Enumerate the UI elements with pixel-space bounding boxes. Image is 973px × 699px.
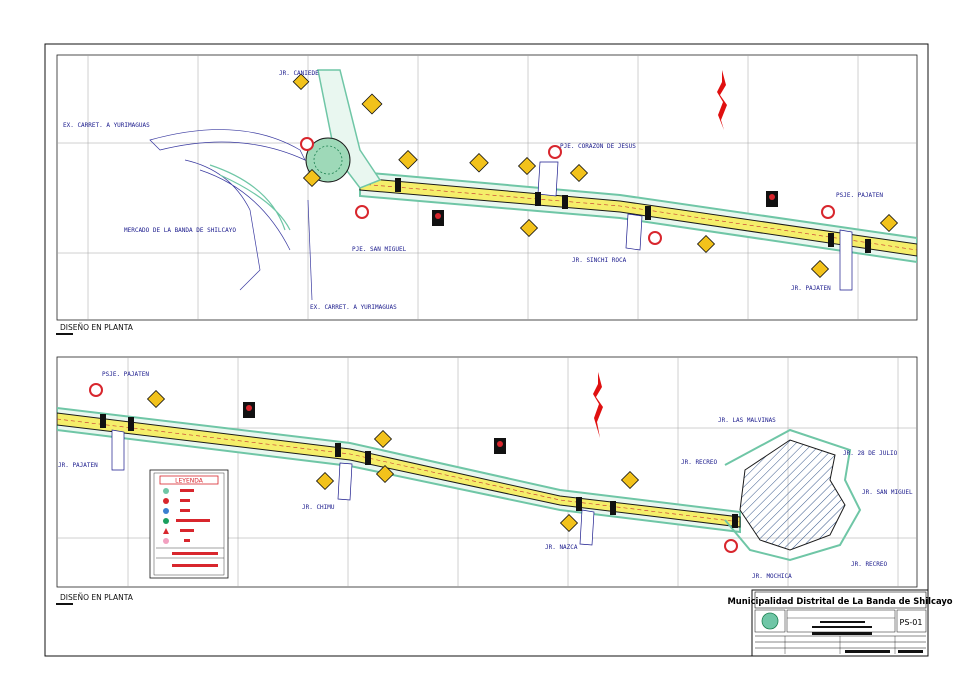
plaza-hatched [739, 439, 846, 551]
label-jr-nazca: JR. NAZCA [545, 544, 578, 551]
view-1-caption: DISEÑO EN PLANTA [60, 323, 134, 332]
view-1-frame [56, 54, 918, 321]
avenue-centerline [359, 183, 917, 251]
label-mercado: MERCADO DE LA BANDA DE SHILCAYO [124, 227, 236, 234]
warning-sign [519, 218, 539, 238]
pajaten-street [839, 229, 853, 291]
label-jr-28-de-julio: JR. 28 DE JULIO [843, 450, 898, 457]
label-jr-las-malvinas: JR. LAS MALVINAS [718, 417, 776, 424]
crosswalk [535, 192, 541, 206]
corazon-street [537, 161, 559, 197]
crosswalk [395, 178, 401, 192]
crosswalk [645, 206, 651, 220]
warning-sign [315, 471, 335, 491]
nazca-street [579, 509, 595, 546]
label-jr-caniede: JR. CANIEDE [279, 70, 319, 77]
label-jr-chimu: JR. CHIMU [302, 504, 335, 511]
traffic-light-icon [766, 191, 778, 207]
crosswalk [335, 443, 341, 457]
crosswalk [100, 414, 106, 428]
plan-view-1: JR. CANIEDE EX. CARRET. A YURIMAGUAS PJE… [56, 54, 918, 321]
avenue-centerline [57, 418, 741, 523]
north-arrow-icon [717, 70, 727, 130]
sheet-frame [44, 43, 929, 657]
label-jr-pajaten: JR. PAJATEN [791, 285, 831, 292]
roundabout [305, 137, 351, 183]
warning-sign [373, 429, 393, 449]
crosswalk [732, 514, 738, 528]
warning-sign [375, 464, 395, 484]
green-embankment [209, 164, 291, 231]
title-block: Municipalidad Distrital de La Banda de S… [727, 589, 953, 657]
legend-box: LEYENDA [149, 469, 229, 579]
crosswalk [562, 195, 568, 209]
label-psje-pajaten-b: PSJE. PAJATEN [102, 371, 149, 378]
traffic-light-icon [494, 438, 506, 454]
north-arrow-icon [593, 372, 603, 438]
view-2-caption: DISEÑO EN PLANTA [60, 593, 134, 602]
crosswalk [828, 233, 834, 247]
warning-sign [292, 73, 310, 91]
warning-sign [302, 168, 322, 188]
traffic-light-icon [243, 402, 255, 418]
chimu-street [337, 462, 353, 501]
crosswalk [865, 239, 871, 253]
label-jr-pajaten-b: JR. PAJATEN [58, 462, 98, 469]
label-jr-recreo-right: JR. RECREO [851, 561, 888, 568]
roundabout-island [313, 145, 343, 175]
warning-sign [398, 149, 418, 170]
warning-sign [810, 259, 830, 279]
legend-title: LEYENDA [175, 478, 204, 485]
title-block-entity: Municipalidad Distrital de La Banda de S… [727, 596, 952, 606]
label-jr-recreo-left: JR. RECREO [681, 459, 718, 466]
crosswalk [365, 451, 371, 465]
label-ex-carretera-top: EX. CARRET. A YURIMAGUAS [63, 122, 150, 129]
label-pje-san-miguel: PJE. SAN MIGUEL [352, 246, 407, 253]
caption-underline [56, 333, 73, 335]
regulatory-sign [300, 137, 314, 151]
warning-sign [146, 389, 166, 409]
plaza-ring [724, 428, 862, 562]
label-pje-corazon: PJE. CORAZON DE JESUS [560, 143, 636, 150]
warning-sign [469, 152, 489, 173]
municipality-logo [761, 612, 779, 630]
warning-sign [361, 93, 383, 115]
warning-sign [559, 513, 579, 533]
sinchi-street [625, 213, 643, 251]
main-avenue [359, 177, 917, 257]
crosswalk [610, 501, 616, 515]
regulatory-sign [821, 205, 835, 219]
label-ex-carretera-bottom: EX. CARRET. A YURIMAGUAS [310, 304, 397, 311]
warning-sign [620, 470, 640, 490]
crosswalk [128, 417, 134, 431]
crosswalk [576, 497, 582, 511]
regulatory-sign [648, 231, 662, 245]
plan-view-2: LEYENDA PSJE. PAJATEN JR. PAJATEN JR. CH… [56, 356, 918, 588]
label-jr-mochica: JR. MOCHICA [752, 573, 792, 580]
label-jr-san-miguel: JR. SAN MIGUEL [862, 489, 913, 496]
regulatory-sign [355, 205, 369, 219]
traffic-light-icon [432, 210, 444, 226]
regulatory-sign [724, 539, 738, 553]
ex-carretera-curve [149, 129, 306, 161]
warning-sign [879, 213, 899, 233]
warning-sign [696, 234, 716, 254]
label-jr-sinchi-roca: JR. SINCHI ROCA [572, 257, 627, 264]
caption-underline [56, 603, 73, 605]
market-boundary [184, 159, 291, 291]
label-psje-pajaten: PSJE. PAJATEN [836, 192, 883, 199]
warning-sign [569, 163, 589, 183]
warning-sign [517, 156, 537, 176]
regulatory-sign [548, 145, 562, 159]
pajaten-street-b [111, 429, 125, 471]
main-avenue [57, 412, 741, 528]
sheet-code: PS-01 [900, 618, 923, 627]
regulatory-sign [89, 383, 103, 397]
